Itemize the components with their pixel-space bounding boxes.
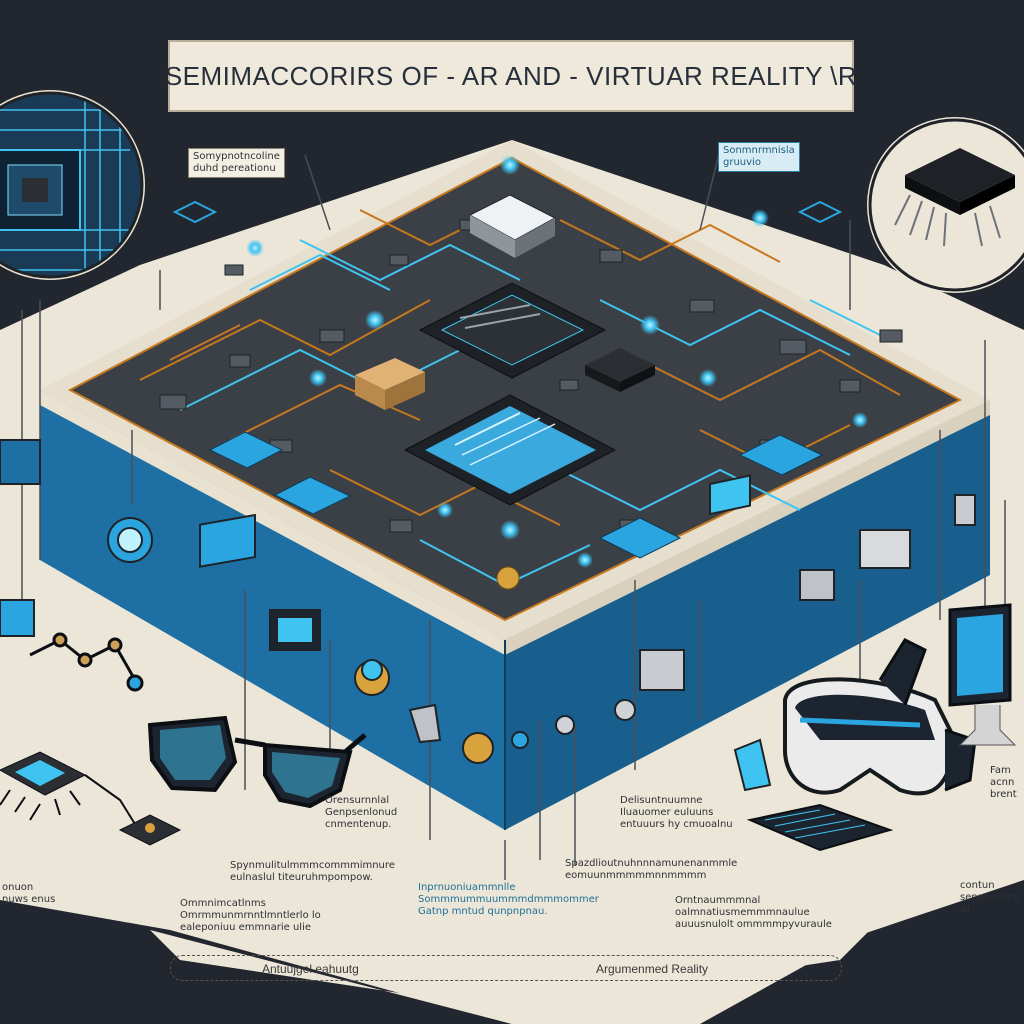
label-mid-right: Delisuntnuumne Iluauomer euluuns entuuur… <box>620 795 733 830</box>
label-far-left: onuon nuws enus <box>2 882 56 905</box>
gold-sensor <box>496 566 520 590</box>
right-zoom-circle <box>867 117 1024 293</box>
title-banner: SEMIMACCORIRS OF - AR AND - VIRTUAR REAL… <box>164 40 858 112</box>
central-processor <box>403 394 617 506</box>
eye-icons <box>172 200 843 224</box>
robot-arm <box>29 632 144 692</box>
label-lower-right: Orntnaummmnal oalmnatiusmemmmnaulue auuu… <box>675 895 832 930</box>
label-lower-left: Ommnimcatlnms Omrmmunmrnntlmntlerlo lo e… <box>180 898 321 933</box>
lower-left-chip <box>0 751 182 846</box>
blue-chips <box>208 431 824 559</box>
label-far-right-a: Fam acnn brent <box>990 765 1017 800</box>
label-center-blue: Inprnuoniuammnlle Sommmummuummmdmmmommer… <box>418 882 599 917</box>
label-far-right-b: contun senpssenne AI <box>960 880 1020 915</box>
glowing-nodes <box>246 155 868 568</box>
label-center-a: Spynmulitulmmmcommmimnure eulnaslul tite… <box>230 860 395 883</box>
label-right-a: Spazdlioutnuhnnnamunenanmmle eomuunmmmmm… <box>565 858 738 881</box>
keyboard <box>746 803 894 852</box>
bottom-caption-left: Antuujgel eahuutg <box>262 962 359 976</box>
bottom-caption-bar <box>170 955 842 981</box>
ar-glasses <box>147 715 367 809</box>
page-title: SEMIMACCORIRS OF - AR AND - VIRTUAR REAL… <box>164 60 858 91</box>
side-gadgets <box>0 439 976 792</box>
left-zoom-circle <box>0 90 145 280</box>
top-chip <box>468 194 557 258</box>
main-processor-top <box>418 282 607 379</box>
board-right-side <box>505 400 990 830</box>
callout-top-left: Somypnotncoline duhd pereationu <box>188 148 285 178</box>
copper-chip <box>355 358 425 410</box>
dark-chip <box>585 348 655 392</box>
callout-top-right: Sonmnrmnisla gruuvio <box>718 142 800 172</box>
monitor <box>948 603 1017 746</box>
label-mid-left: Orensurnnlal Genpsenlonud cnmentenup. <box>325 795 398 830</box>
bottom-caption-right: Argumenmed Reality <box>596 962 709 976</box>
callout-top-left-text: Somypnotncoline duhd pereationu <box>193 151 280 174</box>
callout-top-right-text: Sonmnrmnisla gruuvio <box>723 145 795 168</box>
